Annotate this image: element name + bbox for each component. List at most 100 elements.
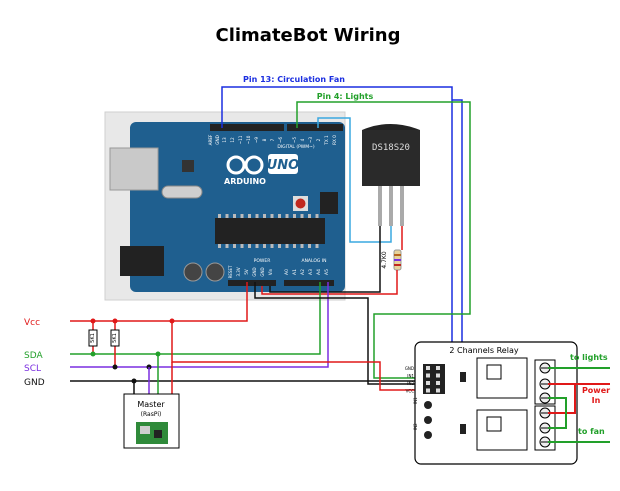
wire-vcc xyxy=(70,282,248,322)
chip-pin xyxy=(263,214,266,218)
pin-label-d4: ~9 xyxy=(254,137,259,144)
relay-pin xyxy=(436,366,440,370)
label-sda: SDA xyxy=(24,351,43,361)
chip-pin xyxy=(255,214,259,218)
capacitor xyxy=(205,262,225,282)
relay-pin xyxy=(426,388,430,393)
chip-pin xyxy=(300,244,304,248)
pin-label-d3: ~10 xyxy=(246,135,251,144)
power-pin-label-1: 3.3V xyxy=(236,267,241,276)
relay-input-header xyxy=(423,364,445,394)
power-pin-label-3: GND xyxy=(252,267,257,276)
label-pin4: Pin 4: Lights xyxy=(317,92,374,101)
pin-label-d13: RX 0 xyxy=(332,135,337,145)
relay-pin xyxy=(436,388,440,393)
wire-pin4-lights xyxy=(296,101,471,379)
chip-pin xyxy=(300,214,304,218)
chip-pin xyxy=(240,244,244,248)
wire-arduino-gnd xyxy=(254,282,420,385)
wire-relay-vcc xyxy=(171,321,425,391)
relay-pin-label-in2: IN2 xyxy=(407,381,414,386)
pin-label-d5: 8 xyxy=(262,138,267,141)
master-label: Master xyxy=(137,400,165,409)
sensor-label: DS18S20 xyxy=(372,143,410,153)
relay-title: 2 Channels Relay xyxy=(449,346,518,355)
relay-pin-label-vcc: VCC xyxy=(406,389,415,394)
pin-label-d7: ~6 xyxy=(278,137,283,144)
wire-pin13-fan xyxy=(221,86,453,346)
pin-label-d10: ~3 xyxy=(308,137,313,144)
pin-label-d11: 2 xyxy=(316,138,321,141)
pin-label-d0: 13 xyxy=(222,137,227,143)
relay-2 xyxy=(476,409,528,451)
junction-dots xyxy=(90,318,175,324)
junction-dot-sda xyxy=(90,351,96,357)
relay-channel-labels: IN1 IN2 xyxy=(413,397,418,430)
usb-port xyxy=(109,147,159,191)
chip-pin xyxy=(278,244,281,248)
digital-header-label: DIGITAL (PWM~) xyxy=(277,144,315,150)
wire-sensor-data xyxy=(317,117,392,243)
uno-badge xyxy=(268,154,298,174)
analog-pin-label-a3: A3 xyxy=(308,269,314,275)
label-to-fan: to fan xyxy=(578,427,605,436)
power-pin-label-5: Vin xyxy=(268,268,273,275)
chip-pin xyxy=(270,214,274,218)
chip-pin xyxy=(270,244,274,248)
screw-terminals xyxy=(534,359,556,451)
chip-pin xyxy=(233,214,236,218)
wire-power-in-green xyxy=(548,397,567,429)
wire-sensor-gnd xyxy=(269,226,381,293)
chip-pins xyxy=(218,214,319,248)
power-jack xyxy=(120,246,164,276)
raspi-board-icon xyxy=(136,422,168,444)
chip-pin xyxy=(255,244,259,248)
chip-pin xyxy=(285,214,289,218)
power-pin-label-2: 5V xyxy=(244,269,249,275)
pin-label-d1: 12 xyxy=(230,137,235,143)
sensor-pullup-resistor xyxy=(393,249,402,271)
label-to-lights: to lights xyxy=(570,353,608,362)
raspi-label: (RasPi) xyxy=(141,411,162,418)
relay-pin xyxy=(426,373,430,378)
uno-label: UNO xyxy=(267,158,300,173)
chip-pin xyxy=(315,244,319,248)
relay-pin xyxy=(426,381,430,385)
chip-pin xyxy=(285,244,289,248)
power-pin-label-4: GND xyxy=(260,267,265,276)
power-pin-label-0: RESET xyxy=(228,265,233,278)
relay-1 xyxy=(476,357,528,399)
analog-header xyxy=(284,280,334,286)
chip-pin xyxy=(248,214,251,218)
relay-1-coil xyxy=(486,364,502,380)
chip-pin xyxy=(218,214,221,218)
chip-pin xyxy=(225,244,229,248)
pin-label-d6: 7 xyxy=(270,138,275,141)
power-header-label: POWER xyxy=(254,258,271,264)
usb-chip xyxy=(182,160,194,172)
atmega-chip xyxy=(215,218,325,244)
icsp-header xyxy=(320,192,338,214)
pin-label-d12: TX 1 xyxy=(324,135,329,146)
chip-pin xyxy=(278,214,281,218)
junction-dot-scl xyxy=(112,364,118,370)
label-pin13: Pin 13: Circulation Fan xyxy=(243,75,345,84)
relay-pin-label-in1: IN1 xyxy=(407,374,414,379)
pin-label-d8: ~5 xyxy=(292,137,297,144)
chip-pin xyxy=(218,244,221,248)
pullup-resistor-sda xyxy=(88,321,98,354)
pullup-resistor-scl xyxy=(110,321,120,367)
label-scl: SCL xyxy=(24,364,41,374)
analog-pin-label-a0: A0 xyxy=(284,269,290,275)
wire-sda xyxy=(70,282,321,355)
resistor-2-label: 5K1 xyxy=(112,333,118,343)
wire-pin13-to-relay xyxy=(419,99,463,369)
crystal xyxy=(161,185,203,199)
reset-button-cap xyxy=(295,198,306,209)
chip-pin xyxy=(248,244,251,248)
chip-pin xyxy=(308,214,311,218)
